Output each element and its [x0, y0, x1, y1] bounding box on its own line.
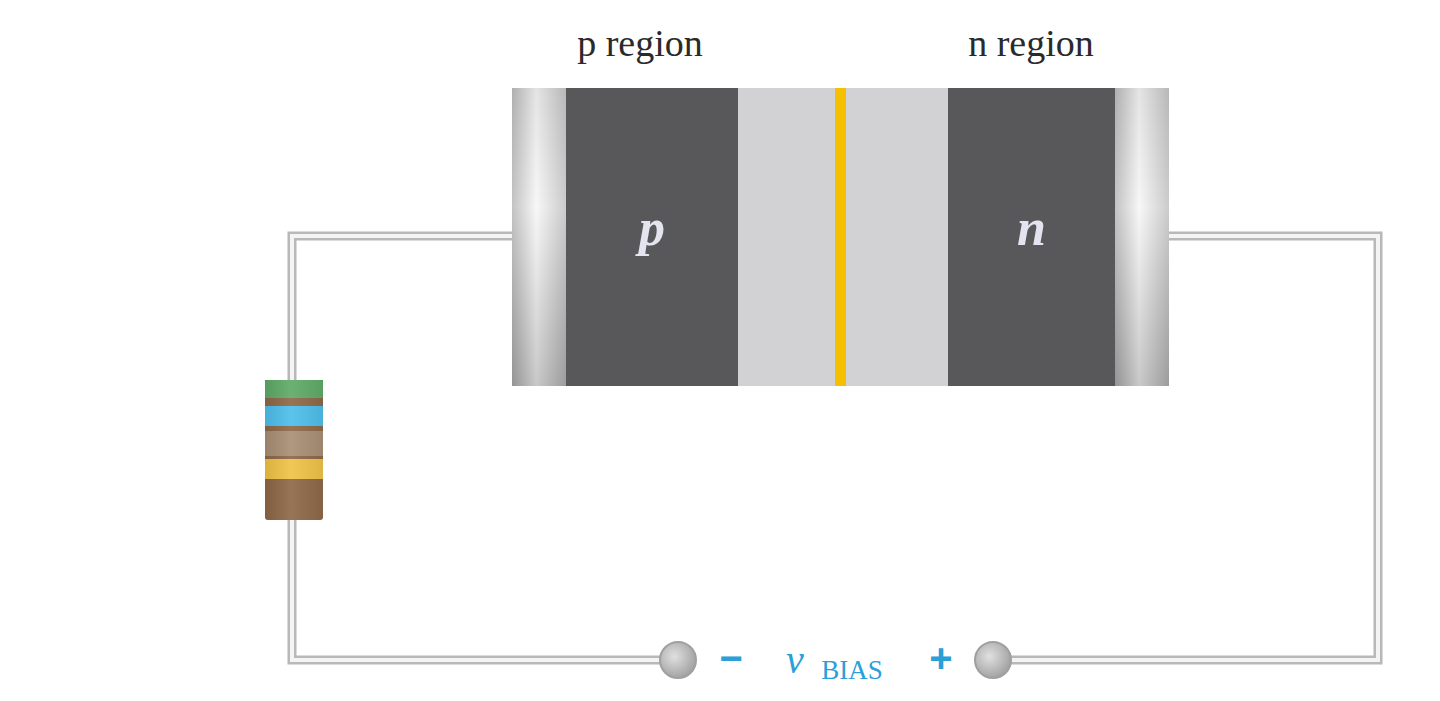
junction-line [835, 88, 846, 386]
region-letter: n [1017, 198, 1046, 257]
region-letter: p [639, 198, 665, 257]
terminal [975, 642, 1011, 678]
resistor-symbol [265, 380, 323, 520]
signal-name: v [786, 640, 804, 680]
semiconductor-region: p [566, 88, 738, 386]
diode-body [512, 88, 1169, 386]
polarity-sign: − [719, 638, 742, 678]
signal-subscript: BIAS [821, 657, 883, 684]
region-label: n region [968, 24, 1094, 62]
terminal [660, 642, 696, 678]
region-label: p region [577, 24, 703, 62]
semiconductor-region: n [948, 88, 1115, 386]
polarity-sign: + [929, 638, 952, 678]
